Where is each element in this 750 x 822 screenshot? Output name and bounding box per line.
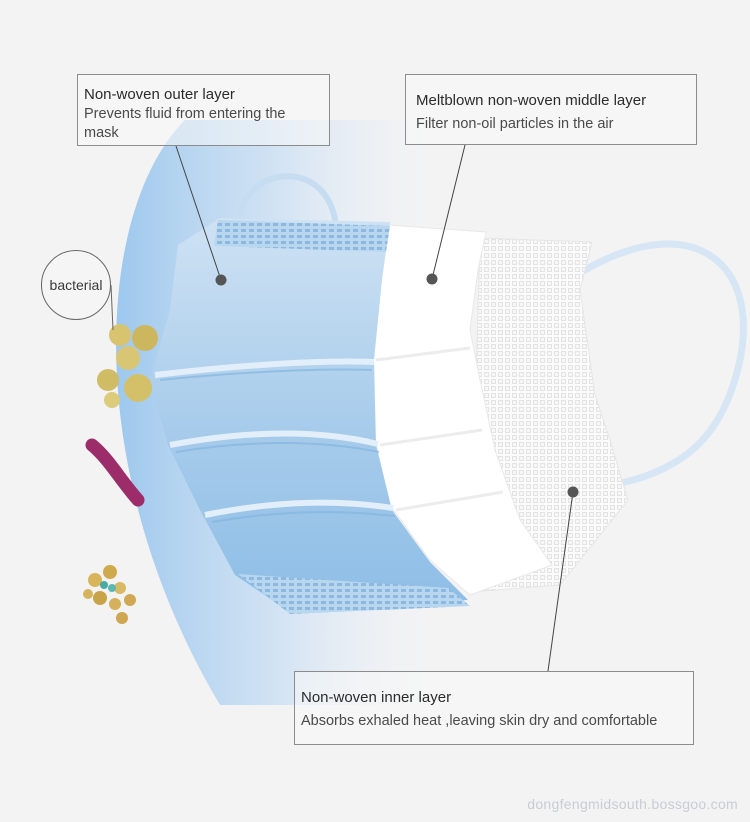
pointer-line-outer bbox=[175, 145, 222, 281]
callout-inner-text: Absorbs exhaled heat ,leaving skin dry a… bbox=[301, 713, 658, 729]
callout-middle-text: Filter non-oil particles in the air bbox=[416, 116, 614, 132]
germ-cluster-yellow bbox=[97, 324, 158, 408]
callout-middle-layer: Meltblown non-woven middle layer Filter … bbox=[405, 74, 697, 145]
callout-outer-text: Prevents fluid from entering the mask bbox=[84, 106, 286, 141]
germ-cluster-small bbox=[83, 565, 136, 624]
pointer-line-bacteria bbox=[110, 284, 114, 331]
callout-outer-title: Non-woven outer layer bbox=[84, 86, 235, 103]
pointer-dot-middle bbox=[426, 273, 438, 285]
callout-inner-layer: Non-woven inner layer Absorbs exhaled he… bbox=[294, 671, 694, 745]
bacteria-label: bacterial bbox=[41, 250, 111, 320]
callout-inner-title: Non-woven inner layer bbox=[301, 689, 452, 706]
pointer-dot-inner bbox=[567, 486, 579, 498]
germ-rod-magenta bbox=[85, 438, 145, 507]
pointer-line-middle bbox=[431, 144, 466, 280]
callout-middle-title: Meltblown non-woven middle layer bbox=[416, 92, 647, 109]
watermark: dongfengmidsouth.bossgoo.com bbox=[527, 796, 738, 812]
ear-loop-left bbox=[237, 173, 338, 223]
callout-outer-layer: Non-woven outer layer Prevents fluid fro… bbox=[77, 74, 330, 146]
pointer-dot-outer bbox=[215, 274, 227, 286]
pointer-line-inner bbox=[547, 491, 574, 672]
ear-loop-right bbox=[581, 240, 747, 489]
